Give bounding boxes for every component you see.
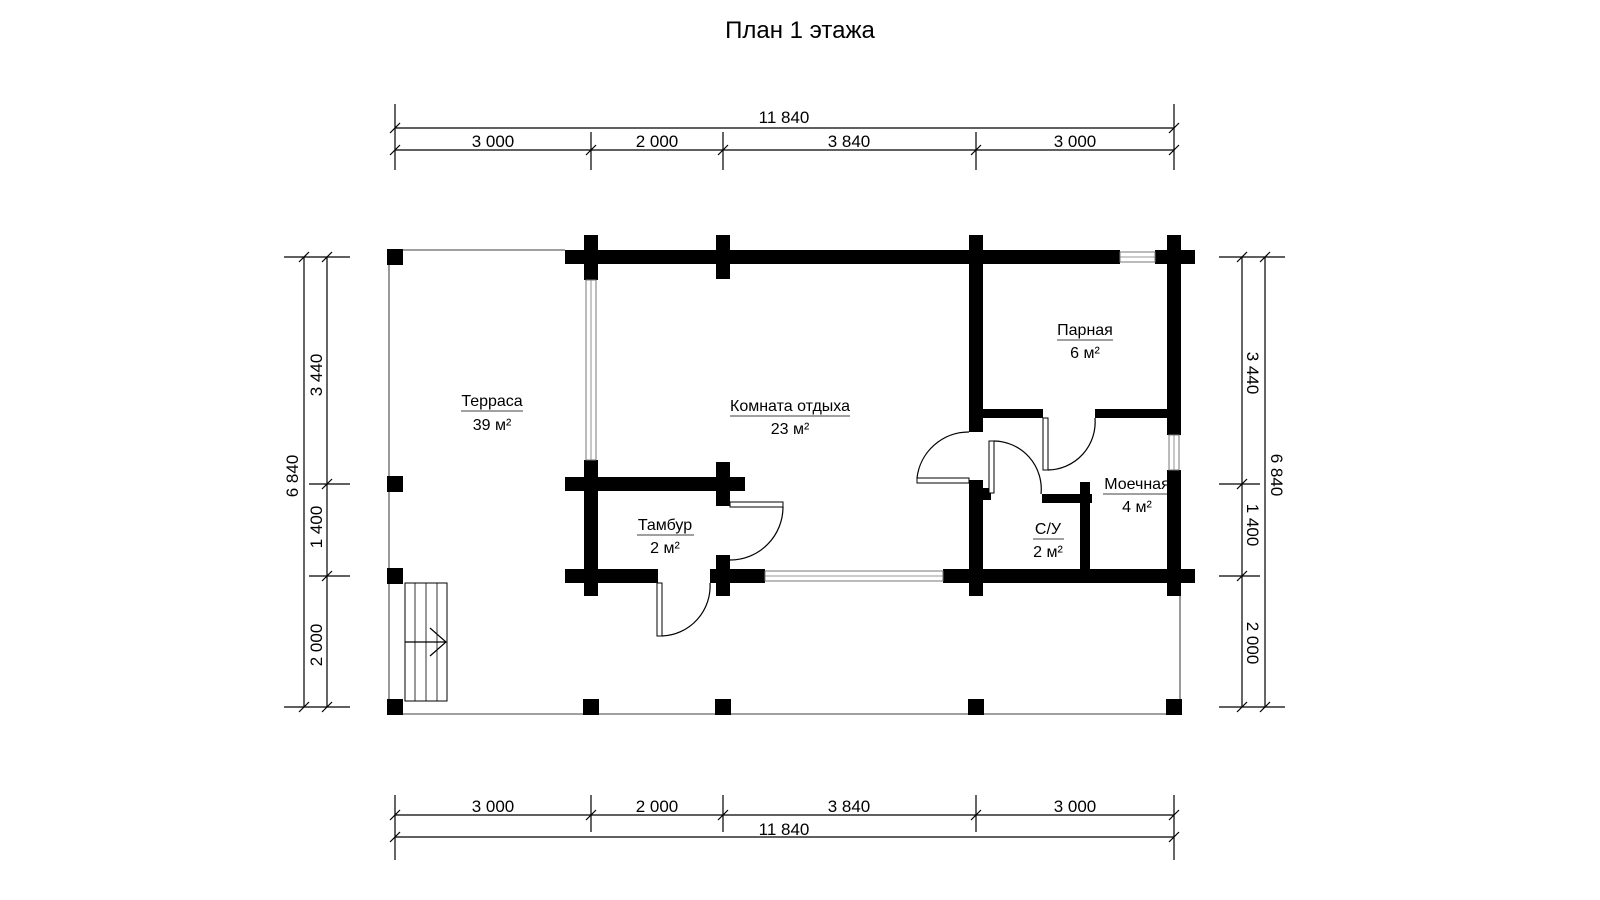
right-dimension-2: 1 400: [1243, 504, 1262, 547]
terrace-outline: [388, 249, 1181, 715]
room-steam-name: Парная: [1057, 322, 1113, 339]
top-dimension-4: 3 000: [1054, 132, 1097, 151]
windows: [585, 251, 1180, 582]
room-steam-area: 6 м²: [1070, 345, 1100, 362]
room-wash-name: Моечная: [1104, 476, 1170, 493]
room-wc: С/У 2 м²: [1033, 521, 1064, 561]
top-dimension-3: 3 840: [828, 132, 871, 151]
left-dimension-2: 1 400: [307, 506, 326, 549]
top-dimension-1: 3 000: [472, 132, 515, 151]
room-wash: Моечная 4 м²: [1103, 476, 1172, 516]
room-lounge: Комната отдыха 23 м²: [730, 398, 850, 438]
top-total-dimension: 11 840: [759, 108, 810, 127]
right-total-dimension: 6 840: [1267, 454, 1286, 497]
room-steam: Парная 6 м²: [1057, 322, 1113, 362]
left-dimension-1: 3 440: [307, 354, 326, 397]
room-lounge-area: 23 м²: [771, 421, 810, 438]
right-dimension-1: 3 440: [1243, 352, 1262, 395]
right-dimension-lines: [1219, 251, 1285, 713]
walls: [565, 235, 1195, 596]
plan-title: План 1 этажа: [725, 17, 875, 44]
room-wash-area: 4 м²: [1122, 499, 1152, 516]
bottom-dimension-1: 3 000: [472, 797, 515, 816]
left-total-dimension: 6 840: [283, 455, 302, 498]
top-dimension-lines: [389, 104, 1180, 170]
room-lounge-name: Комната отдыха: [730, 398, 850, 415]
left-dimension-3: 2 000: [307, 624, 326, 667]
room-wc-area: 2 м²: [1033, 544, 1063, 561]
bottom-total-dimension: 11 840: [759, 820, 810, 839]
room-vestibule-area: 2 м²: [650, 540, 680, 557]
top-dimension-2: 2 000: [636, 132, 679, 151]
room-vestibule-name: Тамбур: [638, 517, 692, 534]
bottom-dimension-4: 3 000: [1054, 797, 1097, 816]
room-vestibule: Тамбур 2 м²: [637, 517, 694, 557]
room-wc-name: С/У: [1035, 521, 1062, 538]
bottom-dimension-2: 2 000: [636, 797, 679, 816]
right-dimension-3: 2 000: [1243, 622, 1262, 665]
room-terrace-name: Терраса: [461, 393, 522, 410]
doors: [656, 417, 1096, 637]
room-terrace: Терраса 39 м²: [461, 393, 523, 434]
left-dimension-lines: [284, 251, 350, 713]
stairs: [404, 582, 448, 702]
terrace-posts: [387, 249, 1182, 715]
bottom-dimension-lines: [389, 795, 1180, 860]
bottom-dimension-3: 3 840: [828, 797, 871, 816]
room-terrace-area: 39 м²: [473, 417, 512, 434]
